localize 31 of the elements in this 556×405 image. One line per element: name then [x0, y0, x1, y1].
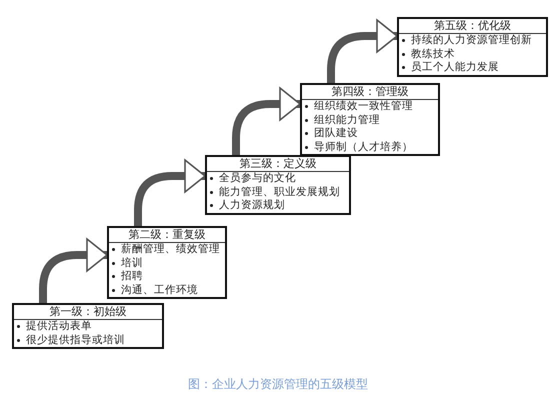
bullet-text: 能力管理、职业发展规划	[219, 186, 340, 198]
bullet-text: 教练技术	[411, 48, 455, 60]
level-box	[300, 83, 440, 156]
bullet-text: 团队建设	[314, 127, 358, 139]
curved-arrow	[232, 87, 301, 155]
level-box	[205, 155, 351, 214]
curved-arrow	[39, 238, 108, 303]
level-box	[107, 226, 227, 299]
bullet-text: 员工个人能力发展	[411, 61, 499, 73]
level-heading: 第五级：优化级	[399, 19, 546, 34]
level-box	[12, 303, 164, 349]
curved-arrow	[134, 159, 206, 226]
bullet-text: 招聘	[121, 270, 143, 282]
bullet-text: 提供活动表单	[26, 320, 92, 332]
bullet-text: 人力资源规划	[219, 199, 285, 211]
bullet-text: 组织能力管理	[314, 114, 380, 126]
level-heading: 第二级：重复级	[109, 228, 225, 243]
bullet-text: 很少提供指导或培训	[26, 334, 125, 346]
bullet-text: 全员参与的文化	[219, 172, 296, 184]
level-heading: 第四级：管理级	[302, 85, 438, 100]
bullet-text: 组织绩效一致性管理	[314, 100, 413, 112]
bullet-text: 培训	[121, 256, 143, 268]
level-box	[397, 17, 548, 76]
curved-arrow	[327, 19, 398, 83]
bullet-text: 薪酬管理、绩效管理	[121, 243, 220, 255]
bullet-text: 沟通、工作环境	[121, 284, 198, 296]
level-heading: 第三级：定义级	[207, 157, 349, 172]
bullet-text: 持续的人力资源管理创新	[411, 34, 532, 46]
figure-caption: 图：企业人力资源管理的五级模型	[187, 376, 369, 393]
bullet-text: 导师制（人才培养）	[314, 140, 413, 152]
level-heading: 第一级：初始级	[14, 305, 162, 320]
